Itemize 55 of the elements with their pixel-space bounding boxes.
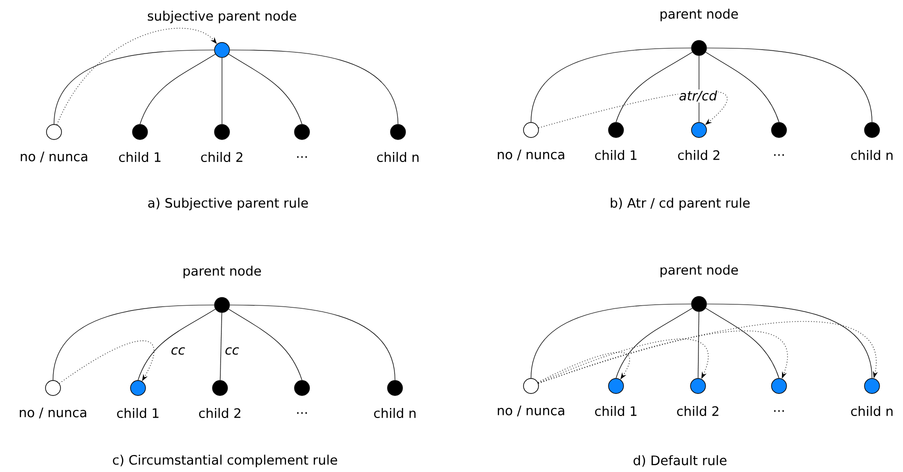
tree-edge [706,304,872,378]
node-label: subjective parent node [148,10,296,24]
tree-edge [705,308,780,378]
node-label: child 1 [117,408,158,418]
edge-label: atr/cd [678,89,718,103]
tree-edge [220,312,222,380]
node-label: child 1 [595,150,636,160]
node-label: parent node [184,266,261,278]
arrow [538,338,708,384]
tree-edge [705,52,780,122]
tree-edge [530,304,692,378]
arrow [538,352,630,383]
tree-edge [230,304,396,380]
tree-edge [698,312,700,378]
node-label: no / nunca [20,408,86,418]
node-label: ... [297,412,307,414]
node-label: parent node [660,8,738,22]
arrow [538,321,878,384]
tree-edge [228,54,302,124]
tree-edge [52,304,214,380]
node-label: child 2 [201,152,242,162]
tree-edge [54,50,214,124]
node-label: child n [851,406,893,416]
panel-caption: b) Atr / cd parent rule [610,198,750,210]
node-label: child n [374,408,416,418]
arrow [538,90,728,128]
tree-edge [530,48,692,122]
node-label: child n [851,150,893,160]
node-label: no / nunca [20,152,88,162]
tree-edge [228,308,302,380]
tree-edge [230,50,398,124]
tree-edge [138,308,216,380]
tree-edge [706,48,872,122]
node-label: ... [297,156,307,158]
edge-label: cc [224,346,240,356]
tree-edge [616,52,693,122]
node-label: parent node [660,264,738,278]
panel-caption: a) Subjective parent rule [148,198,308,210]
node-label: ... [774,154,784,156]
node-label: no / nunca [498,150,564,160]
node-label: child 2 [199,408,240,418]
panel-caption: d) Default rule [634,455,726,467]
node-label: child 1 [119,152,160,162]
node-label: ... [774,410,784,412]
node-label: child n [377,152,419,162]
node-label: child 2 [678,150,720,160]
arrow [59,340,154,384]
node-label: child 2 [677,406,718,416]
tree-edge [140,54,216,124]
panel-caption: c) Circumstantial complement rule [112,454,338,468]
arrow [56,28,217,126]
edge-label: cc [170,346,186,356]
node-label: no / nunca [498,406,564,416]
node-label: child 1 [595,406,636,416]
tree-edge [616,308,693,378]
